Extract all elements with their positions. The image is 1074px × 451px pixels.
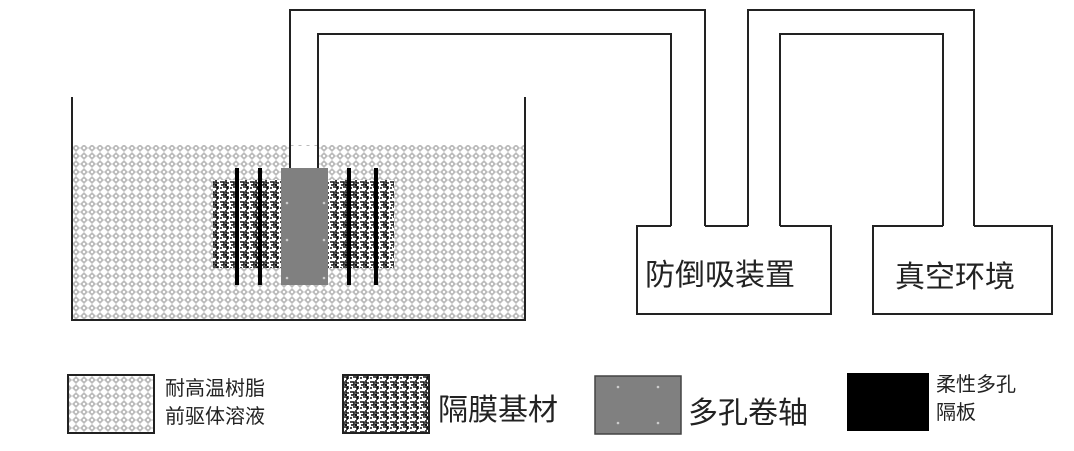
- membrane-substrate-left: [213, 180, 281, 268]
- legend-plate-line1: 柔性多孔: [936, 372, 1016, 396]
- legend-plate-line2: 隔板: [936, 400, 976, 424]
- legend-swatch-resin: [67, 374, 155, 434]
- tube-to-vacuum: [747, 9, 975, 226]
- legend-plate-label: 柔性多孔 隔板: [936, 370, 1016, 426]
- anti-suckback-box: [636, 225, 832, 315]
- legend-resin-line2: 前驱体溶液: [165, 404, 265, 428]
- legend-swatch-plate: [847, 373, 929, 431]
- tube-to-anti-suckback: [289, 9, 706, 226]
- vacuum-box: [872, 225, 1053, 315]
- anti-suckback-label: 防倒吸装置: [645, 258, 795, 293]
- vacuum-label: 真空环境: [895, 260, 1015, 295]
- legend-swatch-membrane: [342, 374, 430, 434]
- membrane-substrate-right: [328, 180, 394, 268]
- beaker: [71, 97, 526, 321]
- legend-spool-label: 多孔卷轴: [688, 396, 808, 431]
- legend-membrane-label: 隔膜基材: [438, 393, 558, 428]
- flexible-porous-plates: [235, 168, 378, 285]
- legend-swatch-spool: [594, 375, 682, 435]
- porous-spool: [281, 168, 328, 285]
- legend-resin-label: 耐高温树脂 前驱体溶液: [165, 374, 265, 430]
- legend-resin-line1: 耐高温树脂: [165, 376, 265, 400]
